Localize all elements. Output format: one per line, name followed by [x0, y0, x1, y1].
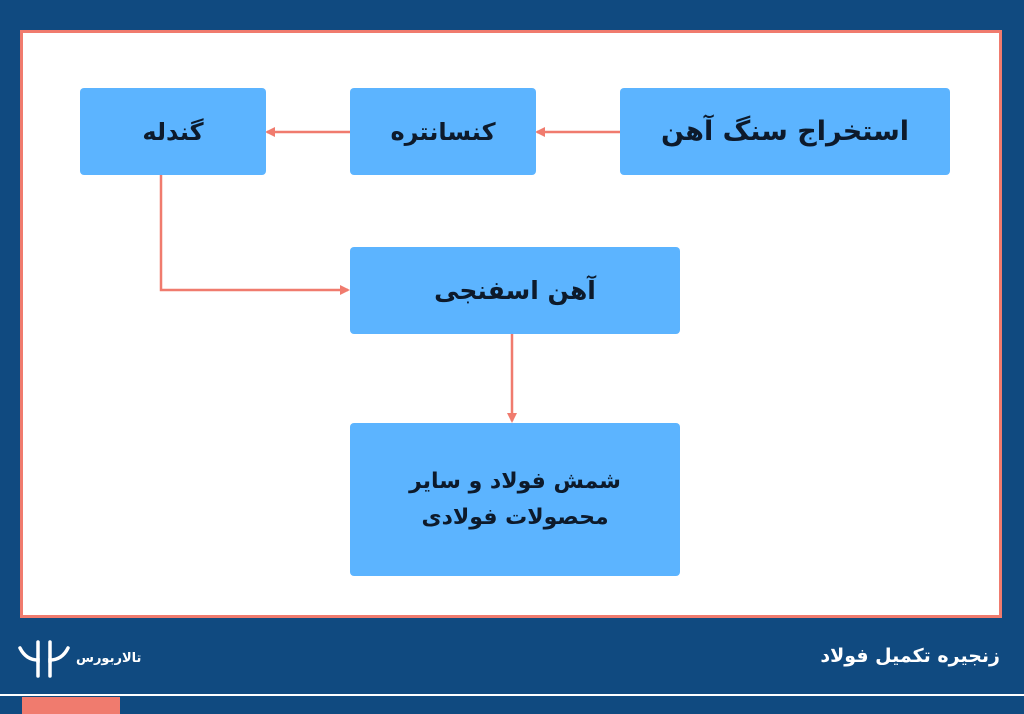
- footer-accent-bar: [22, 697, 120, 714]
- footer-divider: [0, 694, 1024, 696]
- node-label: استخراج سنگ آهن: [660, 116, 910, 147]
- brand-logo-text: تالاربورس: [76, 650, 142, 666]
- node-concentrate: کنسانتره: [350, 88, 536, 175]
- node-label: گندله: [142, 117, 204, 146]
- brand-logo: تالاربورس: [16, 636, 141, 680]
- node-label: آهن اسفنجی: [434, 276, 596, 305]
- arrow-pellet-to-sponge-iron: [159, 175, 350, 295]
- arrows-layer: [159, 127, 620, 423]
- node-label-line1: شمش فولاد و سایر: [409, 469, 621, 495]
- node-label: کنسانتره: [390, 117, 496, 146]
- footer-title: زنجیره تکمیل فولاد: [820, 645, 1000, 667]
- node-steel-products: شمش فولاد و سایر محصولات فولادی: [350, 423, 680, 576]
- node-sponge-iron: آهن اسفنجی: [350, 247, 680, 334]
- node-pellet: گندله: [80, 88, 266, 175]
- brand-logo-icon: [18, 640, 70, 678]
- node-label-line2: محصولات فولادی: [421, 504, 609, 530]
- node-iron-ore-extraction: استخراج سنگ آهن: [620, 88, 950, 175]
- diagram-canvas: استخراج سنگ آهن کنسانتره گندله آهن اسفنج…: [20, 30, 1002, 618]
